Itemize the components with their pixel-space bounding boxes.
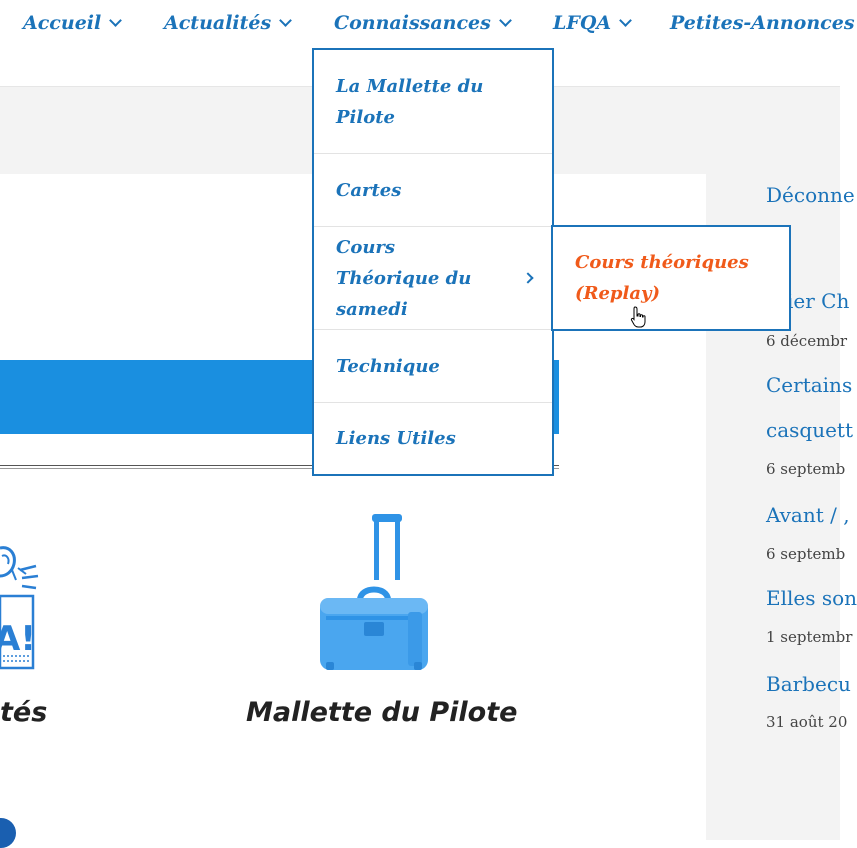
submenu-item-replay[interactable]: Cours théoriques (Replay) [575, 252, 749, 304]
nav-item-lfqa[interactable]: LFQA [553, 8, 633, 38]
dropdown-item-liens-utiles[interactable]: Liens Utiles [314, 403, 552, 474]
dropdown-item-label: Liens Utiles [336, 428, 456, 449]
divider [0, 465, 559, 466]
lfqa-logo-image: A! [0, 546, 39, 670]
partial-icon [0, 818, 16, 848]
sidebar-post-title[interactable]: ier Ch [787, 289, 850, 313]
chevron-down-icon [498, 14, 512, 27]
suitcase-icon[interactable] [316, 512, 432, 674]
sidebar-post-title[interactable]: Elles son [766, 586, 857, 610]
sidebar-post-date: 31 août 20 [766, 713, 848, 731]
card-title-actualites[interactable]: tés [0, 697, 48, 728]
dropdown-item-technique[interactable]: Technique [314, 330, 552, 403]
dropdown-item-mallette[interactable]: La Mallette du Pilote [314, 50, 552, 154]
nav-item-label: Accueil [23, 12, 102, 34]
chevron-right-icon [522, 272, 534, 284]
cours-submenu: Cours théoriques (Replay) [551, 225, 791, 331]
sidebar-post-date: 1 septembr [766, 628, 853, 646]
connaissances-dropdown: La Mallette du Pilote Cartes Cours Théor… [312, 48, 554, 476]
dropdown-item-label: Cartes [336, 179, 402, 201]
nav-item-label: Petites-Annonces [670, 12, 855, 34]
sidebar-post-date: 6 décembr [766, 332, 848, 350]
nav-item-accueil[interactable]: Accueil [23, 8, 123, 38]
card-title-mallette[interactable]: Mallette du Pilote [246, 697, 518, 728]
sidebar-link-deconnexion[interactable]: Déconne [766, 183, 855, 207]
dropdown-item-label: La Mallette du Pilote [336, 75, 484, 128]
dropdown-item-cartes[interactable]: Cartes [314, 154, 552, 227]
sidebar-post-date: 6 septemb [766, 460, 846, 478]
dropdown-item-label: Cours Théorique du samedi [336, 236, 472, 320]
sidebar-post-title[interactable]: Barbecu [766, 672, 851, 696]
nav-item-petites-annonces[interactable]: Petites-Annonces [670, 8, 855, 38]
dropdown-item-label: Technique [336, 355, 440, 377]
chevron-down-icon [619, 14, 633, 27]
sidebar-post-title[interactable]: Certains [766, 373, 853, 397]
chevron-down-icon [279, 14, 293, 27]
nav-item-label: Actualités [164, 12, 272, 34]
nav-item-label: LFQA [553, 12, 612, 34]
nav-item-connaissances[interactable]: Connaissances [334, 8, 512, 38]
sidebar-post-date: 6 septemb [766, 545, 846, 563]
hand-pointer-icon [630, 306, 646, 328]
nav-item-label: Connaissances [334, 12, 491, 34]
chevron-down-icon [109, 14, 123, 27]
sidebar-post-title-line2[interactable]: casquett [766, 418, 853, 442]
sidebar-post-title[interactable]: Avant / , [766, 503, 850, 527]
nav-item-actualites[interactable]: Actualités [164, 8, 293, 38]
divider [0, 468, 559, 469]
logo-text: A! [0, 619, 36, 659]
dropdown-item-cours-theorique[interactable]: Cours Théorique du samedi [314, 227, 552, 330]
